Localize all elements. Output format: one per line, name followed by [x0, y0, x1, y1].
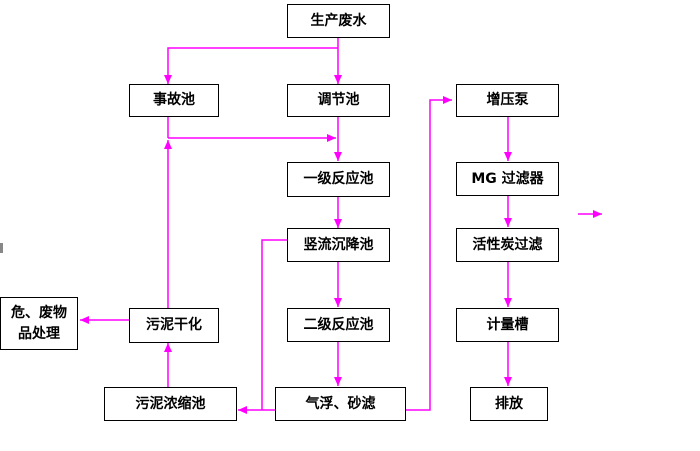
node-vertical-flow-settling-pool: 竖流沉降池	[287, 228, 390, 262]
node-label: 一级反应池	[303, 171, 374, 187]
node-label: 调节池	[317, 92, 360, 108]
node-label: 生产废水	[310, 12, 367, 29]
node-label: 排放	[495, 395, 523, 412]
node-label: 事故池	[153, 92, 195, 108]
arrow-flotation-to-booster	[406, 96, 452, 411]
node-booster-pump: 增压泵	[456, 84, 559, 117]
line-settling-sludge	[261, 239, 288, 410]
node-activated-carbon-filter: 活性炭过滤	[456, 228, 559, 262]
node-secondary-reaction-pool: 二级反应池	[287, 308, 390, 342]
node-metering-tank: 计量槽	[456, 308, 559, 342]
node-label-line1: 危、废物	[11, 304, 67, 321]
node-label: MG 过滤器	[471, 170, 544, 187]
node-sludge-drying: 污泥干化	[129, 308, 219, 343]
node-discharge: 排放	[470, 387, 548, 421]
node-mg-filter: MG 过滤器	[456, 162, 559, 196]
arrow-wastewater-to-accident	[164, 47, 338, 84]
node-air-flotation-sand-filter: 气浮、砂滤	[275, 387, 406, 421]
node-label: 竖流沉降池	[303, 236, 374, 253]
node-hazardous-waste-treatment: 危、废物 品处理	[0, 297, 78, 350]
node-accident-pool: 事故池	[129, 84, 219, 117]
node-label: 二级反应池	[303, 316, 374, 333]
node-label: 增压泵	[486, 92, 529, 108]
node-label: 污泥干化	[146, 317, 202, 333]
edge-mark	[0, 243, 3, 253]
node-regulating-pool: 调节池	[287, 84, 390, 117]
node-production-wastewater: 生产废水	[287, 4, 390, 38]
node-label: 计量槽	[486, 316, 529, 333]
node-label: 气浮、砂滤	[305, 395, 376, 412]
node-label: 污泥浓缩池	[135, 395, 206, 412]
node-label: 活性炭过滤	[472, 236, 543, 253]
node-primary-reaction-pool: 一级反应池	[287, 162, 390, 197]
node-label-line2: 品处理	[18, 325, 60, 342]
node-sludge-thickening-pool: 污泥浓缩池	[104, 387, 237, 421]
